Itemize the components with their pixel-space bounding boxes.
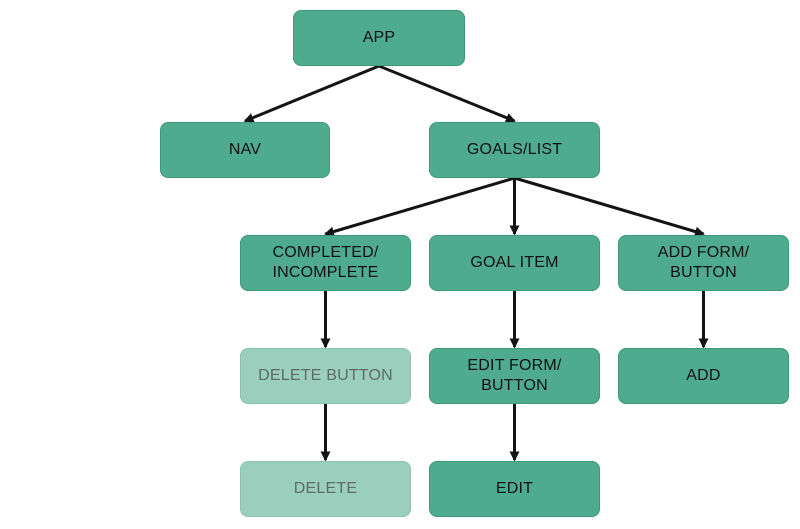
add-node-label: ADD (686, 367, 721, 384)
add-form-button-node-label: ADD FORM/ BUTTON (657, 244, 750, 281)
goal-item-node: GOAL ITEM (429, 235, 600, 291)
nav-node-label: NAV (228, 141, 262, 158)
delete-button-node: DELETE BUTTON (240, 348, 411, 404)
goals-list-node: GOALS/LIST (429, 122, 600, 178)
arrow-goals-list-to-add-form-button (514, 176, 705, 237)
edit-node: EDIT (429, 461, 600, 517)
goals-list-node-label: GOALS/LIST (466, 141, 563, 158)
delete-node: DELETE (240, 461, 411, 517)
edit-form-button-node: EDIT FORM/ BUTTON (429, 348, 600, 404)
edit-node-label: EDIT (495, 480, 534, 497)
add-form-button-node: ADD FORM/ BUTTON (618, 235, 789, 291)
goal-item-node-label: GOAL ITEM (470, 254, 559, 271)
edit-form-button-node-label: EDIT FORM/ BUTTON (467, 357, 562, 394)
delete-button-node-label: DELETE BUTTON (258, 367, 393, 384)
completed-incomplete-node-label: COMPLETED/ INCOMPLETE (272, 244, 379, 281)
app-node-label: APP (362, 29, 396, 46)
arrow-app-to-goals-list (378, 64, 516, 123)
add-node: ADD (618, 348, 789, 404)
arrow-app-to-nav (243, 64, 380, 123)
completed-incomplete-node: COMPLETED/ INCOMPLETE (240, 235, 411, 291)
delete-node-label: DELETE (293, 480, 358, 497)
app-node: APP (293, 10, 465, 66)
arrow-goals-list-to-completed-incomplete (324, 176, 515, 237)
nav-node: NAV (160, 122, 330, 178)
